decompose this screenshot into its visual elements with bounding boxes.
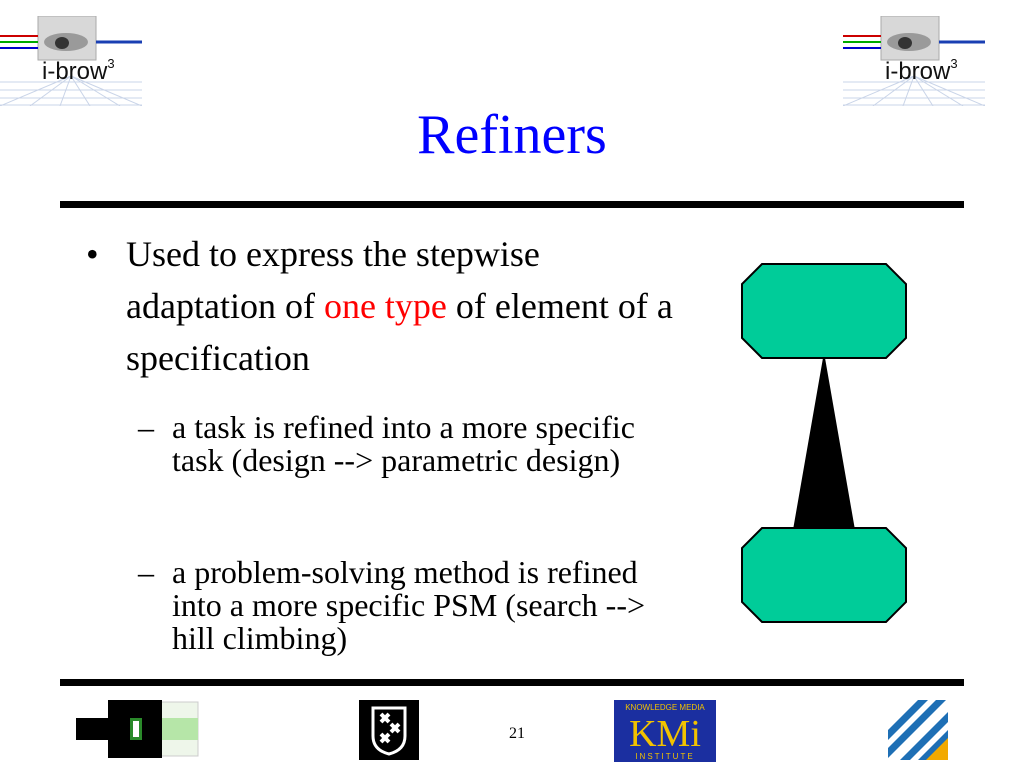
kmi-main-text: KMi	[629, 713, 701, 755]
sub-bullet-psm: – a problem-solving method is refined in…	[138, 556, 678, 655]
i-brow-logo-graphic	[0, 16, 142, 106]
sub-bullet-dash: –	[138, 409, 154, 445]
slide-title: Refiners	[417, 104, 607, 166]
footer-logo-crest	[359, 700, 419, 760]
sub-bullet-task: – a task is refined into a more specific…	[138, 411, 678, 477]
sub-bullet-dash: –	[138, 554, 154, 590]
sub-bullet-text: a task is refined into a more specific t…	[172, 409, 635, 478]
footer-logo-left	[76, 700, 199, 758]
page-number: 21	[509, 725, 525, 742]
i-brow-logo-right: i-brow3	[843, 16, 985, 106]
lower-node	[741, 527, 907, 623]
sub-bullet-text: a problem-solving method is refined into…	[172, 554, 646, 656]
top-divider	[60, 201, 964, 208]
upper-node	[741, 263, 907, 359]
i-brow-logo-text: i-brow3	[885, 56, 958, 85]
main-bullet-text: Used to express the stepwise adaptation …	[126, 234, 673, 378]
highlighted-term: one type	[323, 286, 447, 326]
refiner-connector	[792, 357, 856, 531]
refiner-diagram	[741, 263, 907, 623]
kmi-bottom-text: INSTITUTE	[635, 752, 694, 761]
bottom-divider	[60, 679, 964, 686]
i-brow-logo-graphic	[843, 16, 985, 106]
bullet-dot: •	[86, 234, 99, 274]
main-bullet: • Used to express the stepwise adaptatio…	[86, 228, 686, 384]
kmi-top-text: KNOWLEDGE MEDIA	[625, 703, 705, 712]
i-brow-logo-left: i-brow3	[0, 16, 142, 106]
footer-logo-stripes	[888, 700, 948, 760]
i-brow-logo-text: i-brow3	[42, 56, 115, 85]
footer-logo-kmi: KNOWLEDGE MEDIA KMi INSTITUTE	[614, 700, 716, 762]
